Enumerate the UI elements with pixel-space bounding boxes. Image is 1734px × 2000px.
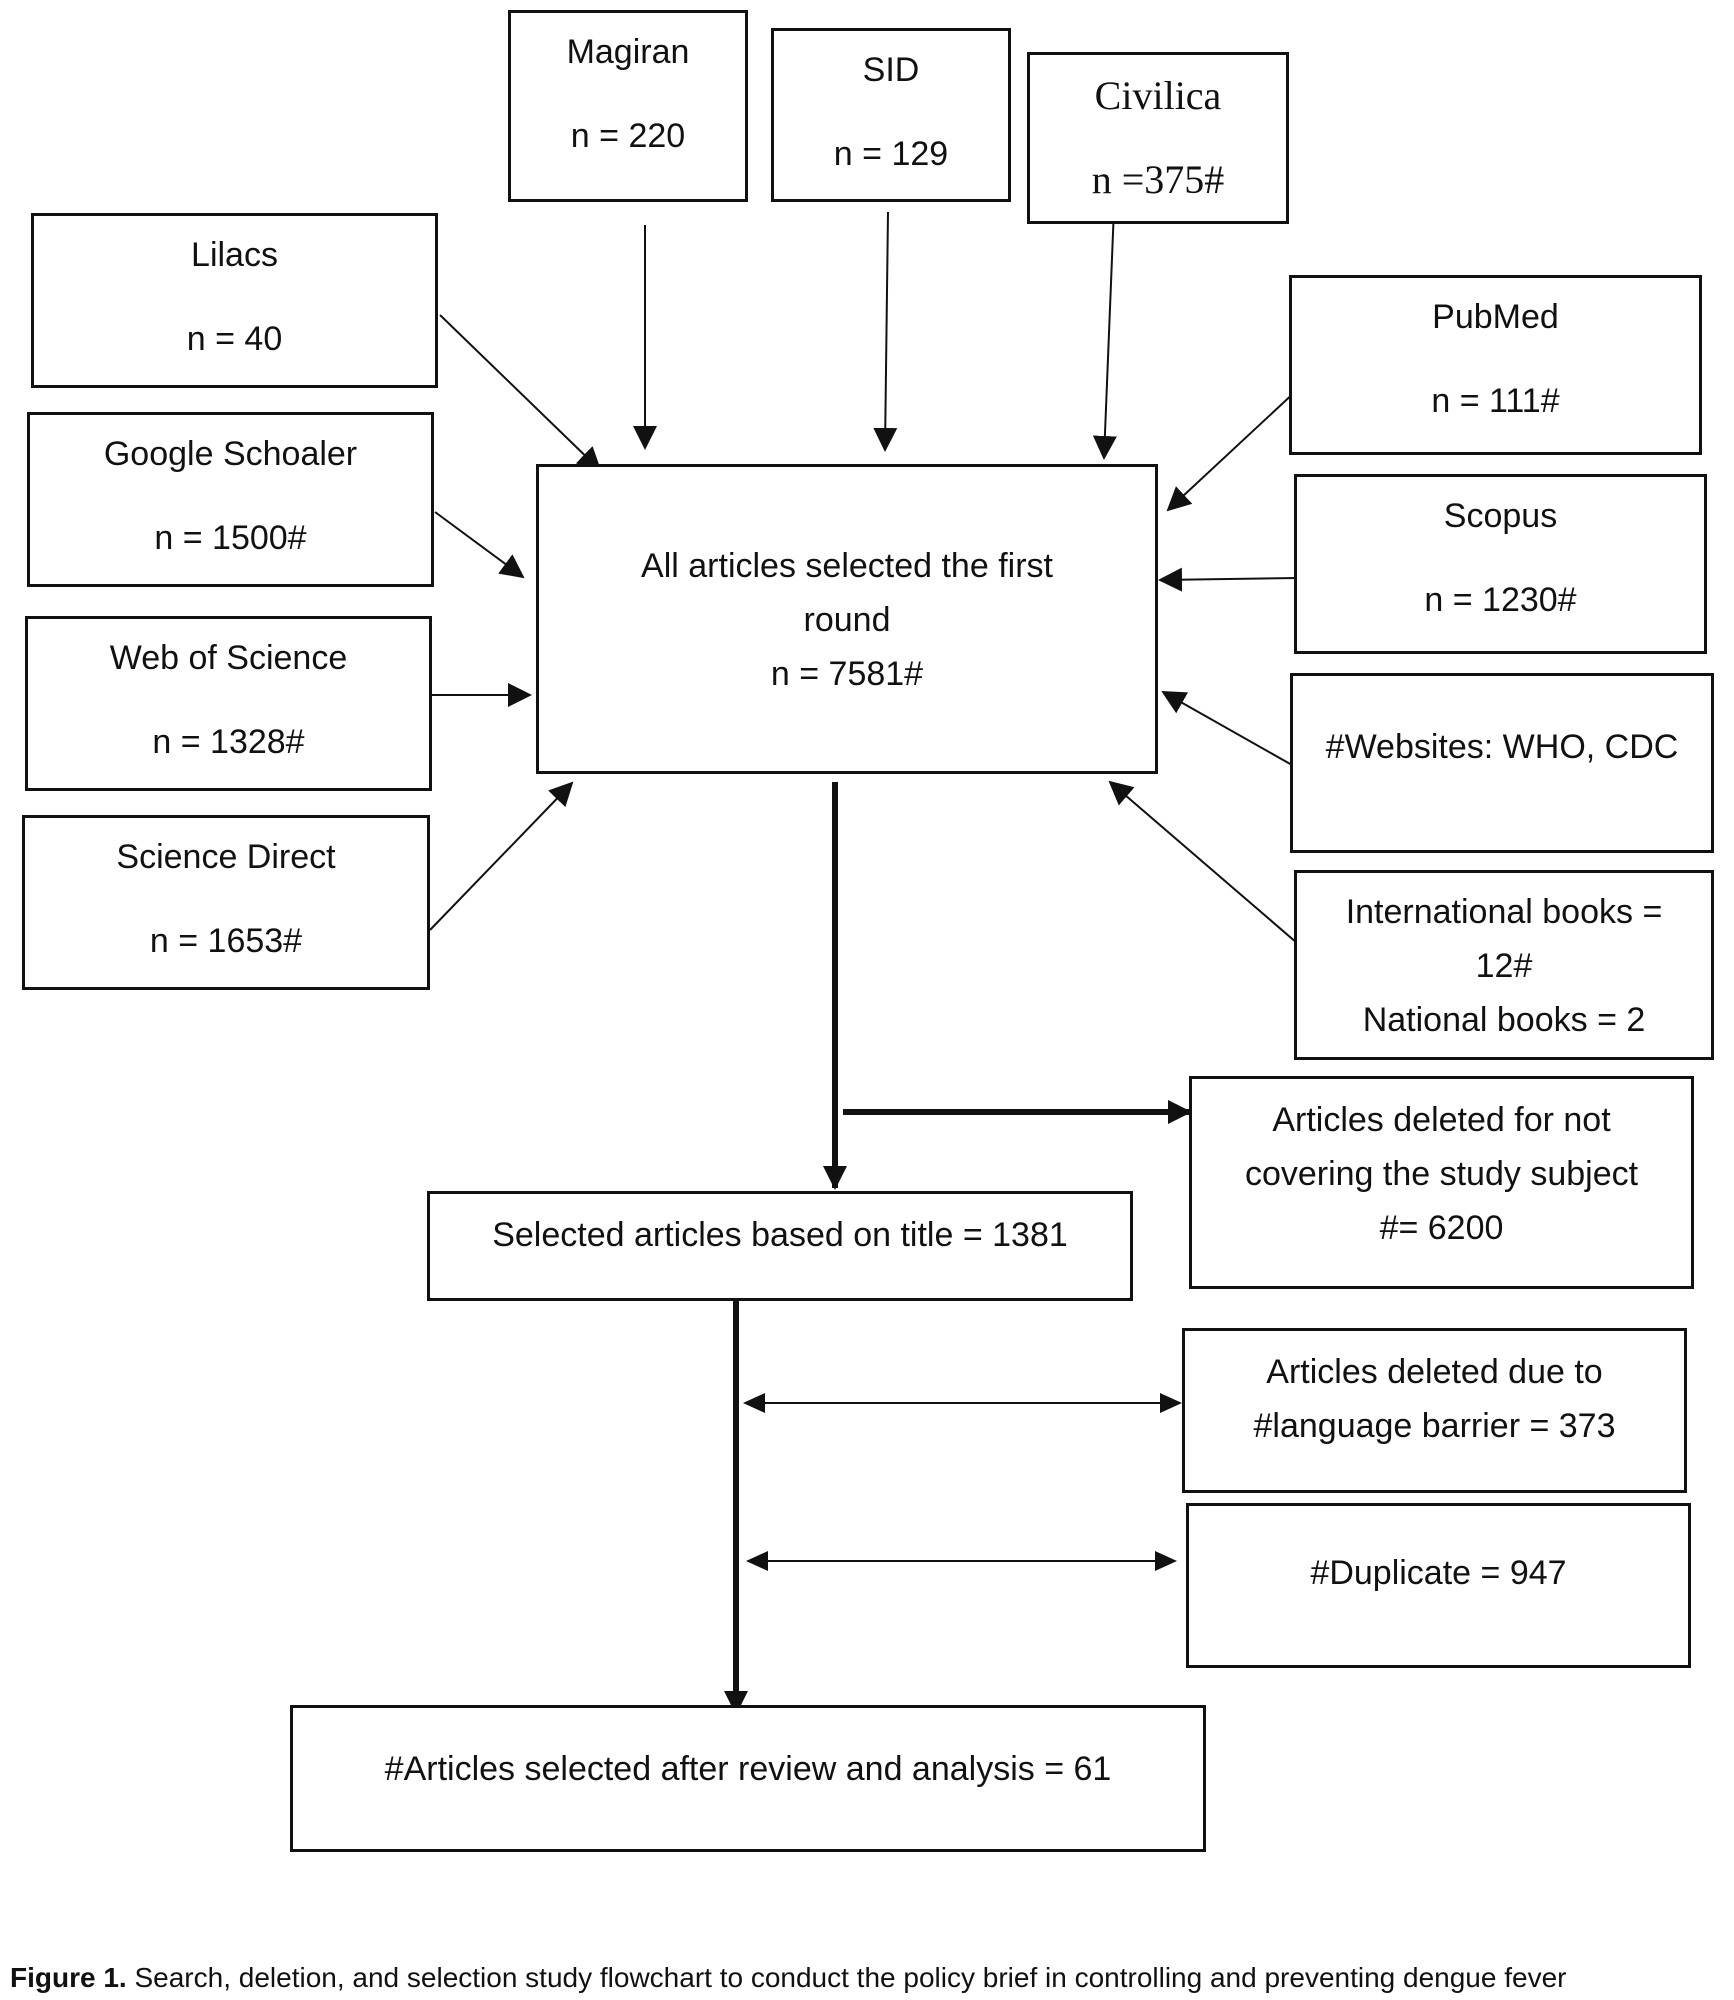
deleted-language-line: Articles deleted due to bbox=[1266, 1353, 1603, 1391]
final-box: #Articles selected after review and anal… bbox=[290, 1705, 1206, 1852]
first-round-line: All articles selected the first bbox=[641, 547, 1053, 585]
source-name: Google Schoaler bbox=[103, 435, 358, 473]
deleted-subject-line: #= 6200 bbox=[1379, 1209, 1504, 1247]
arrow-scopus bbox=[1158, 567, 1298, 592]
caption-text: Search, deletion, and selection study fl… bbox=[126, 1962, 1567, 1993]
title-selected-text: Selected articles based on title = 1381 bbox=[492, 1216, 1068, 1254]
source-box-books: International books = 12# National books… bbox=[1294, 870, 1714, 1060]
arrow-google bbox=[434, 511, 525, 579]
source-name: SID bbox=[862, 51, 920, 89]
source-box-websites: #Websites: WHO, CDC bbox=[1290, 673, 1714, 853]
source-count: n = 1230# bbox=[1424, 581, 1577, 619]
source-name: Lilacs bbox=[191, 236, 278, 274]
first-round-line: n = 7581# bbox=[770, 655, 924, 693]
source-box-web-of-science: Web of Science n = 1328# bbox=[25, 616, 432, 791]
source-box-civilica: Civilica n =375# bbox=[1027, 52, 1289, 224]
source-name: Scopus bbox=[1443, 497, 1558, 535]
source-name: #Websites: WHO, CDC bbox=[1325, 728, 1679, 766]
arrow-books bbox=[1108, 780, 1298, 944]
final-text: #Articles selected after review and anal… bbox=[384, 1750, 1112, 1788]
arrow-websites bbox=[1161, 691, 1293, 766]
deleted-language-line: #language barrier = 373 bbox=[1253, 1407, 1616, 1445]
books-line: 12# bbox=[1475, 947, 1533, 985]
source-box-science-direct: Science Direct n = 1653# bbox=[22, 815, 430, 990]
title-selected-box: Selected articles based on title = 1381 bbox=[427, 1191, 1133, 1301]
caption-label: Figure 1. bbox=[10, 1962, 127, 1993]
source-name: Web of Science bbox=[109, 639, 348, 677]
source-count: n = 111# bbox=[1431, 382, 1560, 420]
source-box-sid: SID n = 129 bbox=[771, 28, 1011, 202]
source-name: Magiran bbox=[566, 33, 690, 71]
source-name: PubMed bbox=[1432, 298, 1559, 336]
deleted-subject-box: Articles deleted for not covering the st… bbox=[1189, 1076, 1694, 1289]
source-count: n = 40 bbox=[186, 320, 283, 358]
source-count: n = 220 bbox=[570, 117, 686, 155]
arrow-civilica bbox=[1092, 207, 1117, 460]
source-name: Civilica bbox=[1094, 73, 1222, 118]
source-count: n = 129 bbox=[833, 135, 949, 173]
source-box-lilacs: Lilacs n = 40 bbox=[31, 213, 438, 388]
first-round-line: round bbox=[803, 601, 891, 639]
arrow-pubmed bbox=[1166, 389, 1298, 512]
source-box-scopus: Scopus n = 1230# bbox=[1294, 474, 1707, 654]
source-box-google-scholar: Google Schoaler n = 1500# bbox=[27, 412, 434, 587]
deleted-subject-line: Articles deleted for not bbox=[1272, 1101, 1611, 1139]
source-box-pubmed: PubMed n = 111# bbox=[1289, 275, 1702, 455]
source-count: n = 1500# bbox=[154, 519, 307, 557]
deleted-language-box: Articles deleted due to #language barrie… bbox=[1182, 1328, 1687, 1493]
source-box-magiran: Magiran n = 220 bbox=[508, 10, 748, 202]
source-name: Science Direct bbox=[116, 838, 336, 876]
figure-caption: Figure 1. Search, deletion, and selectio… bbox=[10, 1962, 1566, 1994]
source-count: n =375# bbox=[1091, 157, 1225, 202]
arrow-lilacs bbox=[439, 314, 602, 472]
source-count: n = 1328# bbox=[152, 723, 305, 761]
books-line: International books = bbox=[1345, 893, 1663, 931]
first-round-box: All articles selected the first round n … bbox=[536, 464, 1158, 774]
arrow-sid bbox=[873, 211, 898, 452]
books-line: National books = 2 bbox=[1362, 1001, 1646, 1039]
source-count: n = 1653# bbox=[149, 922, 303, 960]
duplicate-text: #Duplicate = 947 bbox=[1310, 1554, 1567, 1592]
deleted-subject-line: covering the study subject bbox=[1244, 1155, 1639, 1193]
duplicate-box: #Duplicate = 947 bbox=[1186, 1503, 1691, 1668]
arrow-sciencedirect bbox=[429, 781, 574, 931]
